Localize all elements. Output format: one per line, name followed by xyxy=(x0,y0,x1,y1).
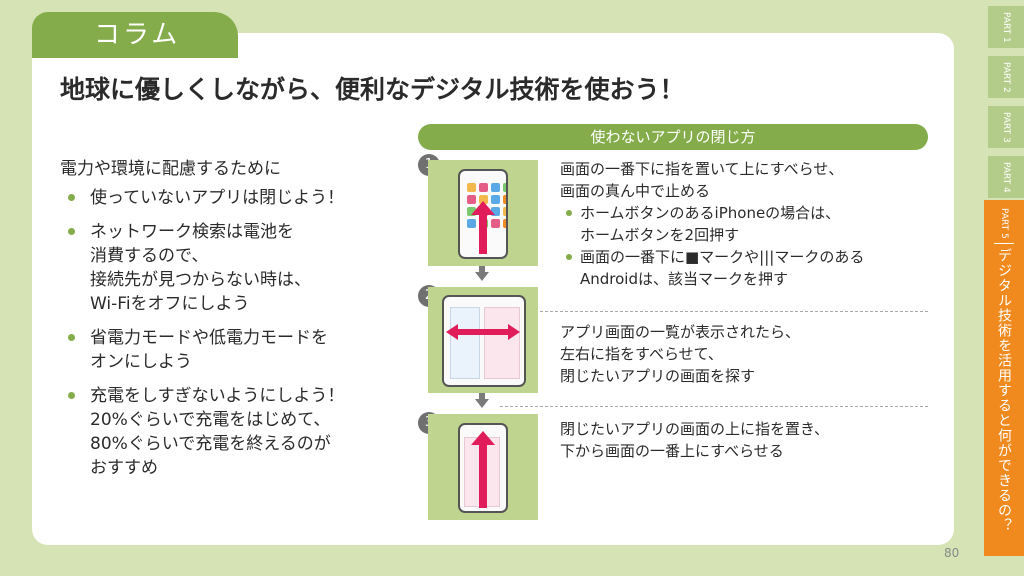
gesture-arrow-shaft xyxy=(479,214,487,254)
part-tab-label: PART 5 xyxy=(999,208,1009,239)
step-divider xyxy=(500,406,928,407)
tip-line: 20%ぐらいで充電をはじめて、 xyxy=(90,410,331,430)
tip-line: ネットワーク検索は電池を xyxy=(90,222,294,242)
sub-bullet-line: Androidは、該当マークを押す xyxy=(580,270,788,288)
tip-item: ネットワーク検索は電池を 消費するので、 接続先が見つからない時は、 Wi-Fi… xyxy=(66,220,386,316)
step-connector xyxy=(479,393,485,399)
app-card xyxy=(450,307,480,379)
part-tab-3[interactable]: PART 3 xyxy=(988,106,1024,148)
gesture-arrow-shaft xyxy=(479,444,487,508)
step-illustration-panel xyxy=(428,414,538,520)
step-illustration-panel xyxy=(428,287,538,393)
tip-line: 接続先が見つからない時は、 xyxy=(90,270,311,290)
step-divider xyxy=(500,311,928,312)
part-sidebar: PART 1 PART 2 PART 3 PART 4 PART 5 デジタル技… xyxy=(984,0,1024,576)
tip-line: 充電をしすぎないようにしよう！ xyxy=(90,386,345,406)
step-down-arrow-icon xyxy=(475,399,489,408)
part-tab-5-active[interactable]: PART 5 デジタル技術を活用すると何ができるの？ xyxy=(984,200,1024,556)
part-tab-2[interactable]: PART 2 xyxy=(988,56,1024,98)
tip-line: オンにしよう xyxy=(90,352,192,372)
phone-illustration xyxy=(458,169,508,259)
tip-item: 使っていないアプリは閉じよう！ xyxy=(66,186,386,210)
phone-illustration xyxy=(442,295,526,387)
tips-list: 使っていないアプリは閉じよう！ ネットワーク検索は電池を 消費するので、 接続先… xyxy=(66,186,386,490)
tip-item: 充電をしすぎないようにしよう！ 20%ぐらいで充電をはじめて、 80%ぐらいで充… xyxy=(66,384,386,480)
tip-line: 80%ぐらいで充電を終えるのが xyxy=(90,434,331,454)
part-tab-1[interactable]: PART 1 xyxy=(988,6,1024,48)
step-sub-bullets: ホームボタンのあるiPhoneの場合は、 ホームボタンを2回押す 画面の一番下に… xyxy=(560,202,864,290)
step-line: 下から画面の一番上にすべらせる xyxy=(560,442,784,460)
step-illustration-panel xyxy=(428,160,538,266)
column-label: コラム xyxy=(32,12,238,58)
gesture-up-arrow-icon xyxy=(471,431,495,445)
part-title: デジタル技術を活用すると何ができるの？ xyxy=(996,247,1012,533)
gesture-left-right-arrow-icon xyxy=(446,324,458,340)
app-card xyxy=(484,307,520,379)
intro-text: 電力や環境に配慮するために xyxy=(60,159,281,179)
step-connector xyxy=(479,266,485,272)
step-line: アプリ画面の一覧が表示されたら、 xyxy=(560,323,801,341)
sub-bullet-line: 画面の一番下に■マークや|||マークのある xyxy=(580,248,865,266)
sub-bullet-line: ホームボタンを2回押す xyxy=(580,226,740,244)
part-tab-divider xyxy=(994,242,1014,244)
tip-line: おすすめ xyxy=(90,458,158,478)
tip-item: 省電力モードや低電力モードを オンにしよう xyxy=(66,326,386,374)
step-line: 閉じたいアプリの画面の上に指を置き、 xyxy=(560,420,829,438)
gesture-right-arrow-icon xyxy=(508,324,520,340)
step-line: 閉じたいアプリの画面を探す xyxy=(560,367,756,385)
gesture-arrow-shaft xyxy=(454,329,512,335)
sub-bullet-item: ホームボタンのあるiPhoneの場合は、 ホームボタンを2回押す xyxy=(560,202,864,246)
sub-bullet-line: ホームボタンのあるiPhoneの場合は、 xyxy=(580,204,841,222)
tip-line: 省電力モードや低電力モードを xyxy=(90,328,328,348)
step-line: 左右に指をすべらせて、 xyxy=(560,345,723,363)
step-description: 画面の一番下に指を置いて上にすべらせ、 画面の真ん中で止める ホームボタンのある… xyxy=(560,158,864,290)
step-description: アプリ画面の一覧が表示されたら、 左右に指をすべらせて、 閉じたいアプリの画面を… xyxy=(560,321,800,387)
step-description: 閉じたいアプリの画面の上に指を置き、 下から画面の一番上にすべらせる xyxy=(560,418,829,462)
gesture-up-arrow-icon xyxy=(471,201,495,215)
step-down-arrow-icon xyxy=(475,272,489,281)
phone-illustration xyxy=(458,423,508,513)
sub-bullet-item: 画面の一番下に■マークや|||マークのある Androidは、該当マークを押す xyxy=(560,246,864,290)
tip-line: Wi-Fiをオフにしよう xyxy=(90,294,250,314)
page-number: 80 xyxy=(944,546,960,560)
step-line: 画面の真ん中で止める xyxy=(560,182,711,200)
part-tab-4[interactable]: PART 4 xyxy=(988,156,1024,198)
tip-line: 消費するので、 xyxy=(90,246,209,266)
page-title: 地球に優しくしながら、便利なデジタル技術を使おう！ xyxy=(60,75,685,104)
tip-line: 使っていないアプリは閉じよう！ xyxy=(90,188,345,208)
step-line: 画面の一番下に指を置いて上にすべらせ、 xyxy=(560,160,844,178)
method-header: 使わないアプリの閉じ方 xyxy=(418,124,928,150)
